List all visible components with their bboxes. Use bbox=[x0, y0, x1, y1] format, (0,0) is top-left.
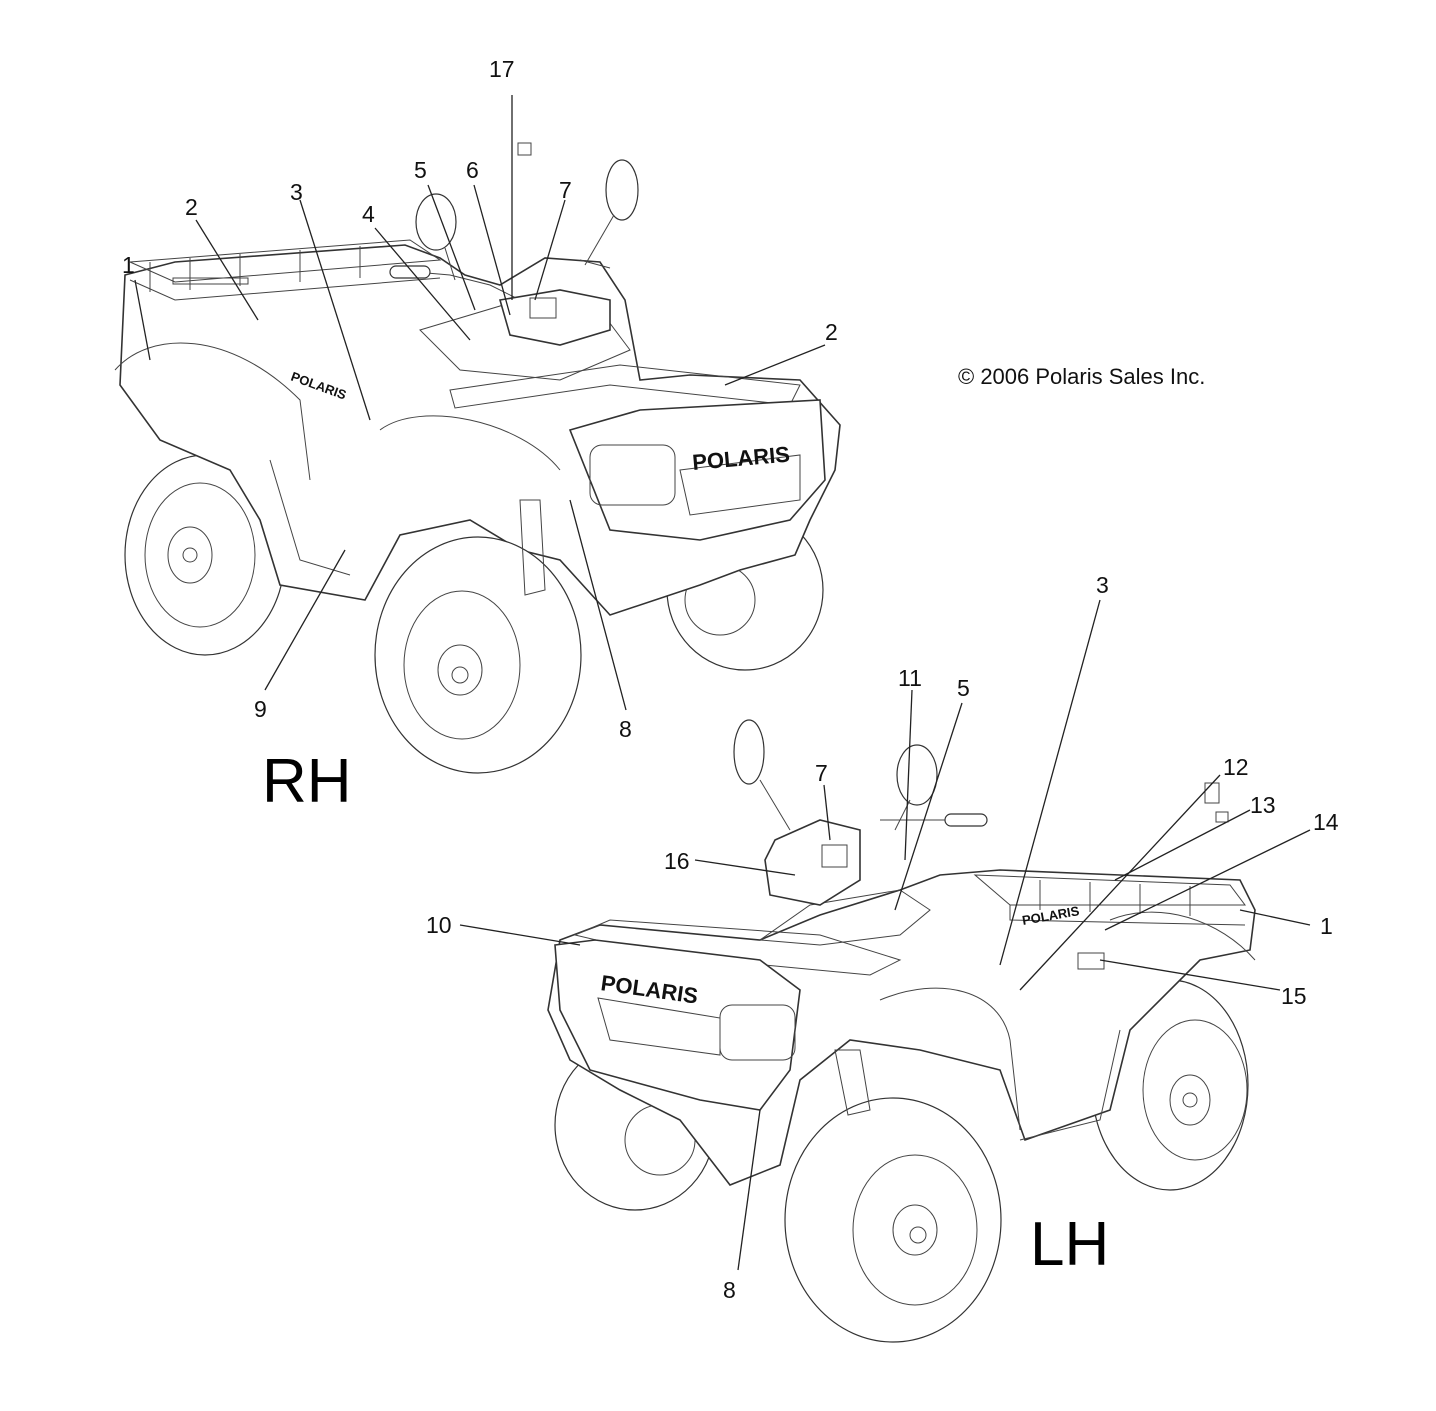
rh-shock bbox=[519, 499, 546, 596]
lh-decal-13 bbox=[1215, 811, 1229, 823]
rh-callout: 6 bbox=[466, 157, 479, 183]
lh-leader-lines bbox=[459, 599, 1311, 1271]
rh-callout: 17 bbox=[489, 56, 515, 82]
rh-callout: 7 bbox=[559, 177, 572, 203]
lh-handlebars bbox=[733, 719, 988, 906]
rh-callout: 3 bbox=[290, 179, 303, 205]
rh-handlebars bbox=[389, 159, 639, 346]
rh-callout: 2 bbox=[825, 319, 838, 345]
lh-callout: 15 bbox=[1281, 983, 1307, 1009]
rh-callout: 9 bbox=[254, 696, 267, 722]
rh-callouts: 17 1 2 3 4 5 6 7 2 9 8 bbox=[122, 56, 838, 742]
lh-decal-12 bbox=[1204, 782, 1220, 804]
lh-shock bbox=[834, 1049, 871, 1116]
rh-view-label: RH bbox=[262, 747, 352, 816]
lh-callout: 16 bbox=[664, 848, 690, 874]
lh-view-label: LH bbox=[1030, 1210, 1109, 1279]
rh-body bbox=[114, 239, 841, 616]
rh-decal-17 bbox=[517, 142, 532, 156]
rh-decal-2-rear bbox=[172, 277, 249, 285]
lh-callout: 1 bbox=[1320, 913, 1333, 939]
lh-front-near-wheel bbox=[784, 1097, 1002, 1343]
lh-callout: 5 bbox=[957, 675, 970, 701]
lh-callout: 10 bbox=[426, 912, 452, 938]
atv-rh-view: POLARIS POLARIS bbox=[114, 142, 841, 774]
lh-callout: 8 bbox=[723, 1277, 736, 1303]
lh-callout: 11 bbox=[898, 665, 922, 691]
rh-callout: 1 bbox=[122, 252, 135, 278]
rh-callout: 5 bbox=[414, 157, 427, 183]
rh-leader-lines bbox=[134, 95, 826, 711]
rh-callout: 2 bbox=[185, 194, 198, 220]
lh-callout: 7 bbox=[815, 760, 828, 786]
copyright-text: © 2006 Polaris Sales Inc. bbox=[958, 364, 1205, 389]
lh-rear-wheel bbox=[1091, 979, 1249, 1191]
rh-front-near-wheel bbox=[374, 536, 582, 774]
lh-callout: 12 bbox=[1223, 754, 1249, 780]
atv-lh-view: POLARIS POLARIS bbox=[547, 719, 1256, 1343]
lh-callouts: 3 11 5 7 12 13 14 16 10 1 15 8 bbox=[426, 572, 1339, 1303]
rh-callout: 4 bbox=[362, 201, 375, 227]
lh-callout: 14 bbox=[1313, 809, 1339, 835]
lh-body bbox=[547, 869, 1256, 1186]
rh-callout: 8 bbox=[619, 716, 632, 742]
lh-callout: 3 bbox=[1096, 572, 1109, 598]
lh-callout: 13 bbox=[1250, 792, 1276, 818]
